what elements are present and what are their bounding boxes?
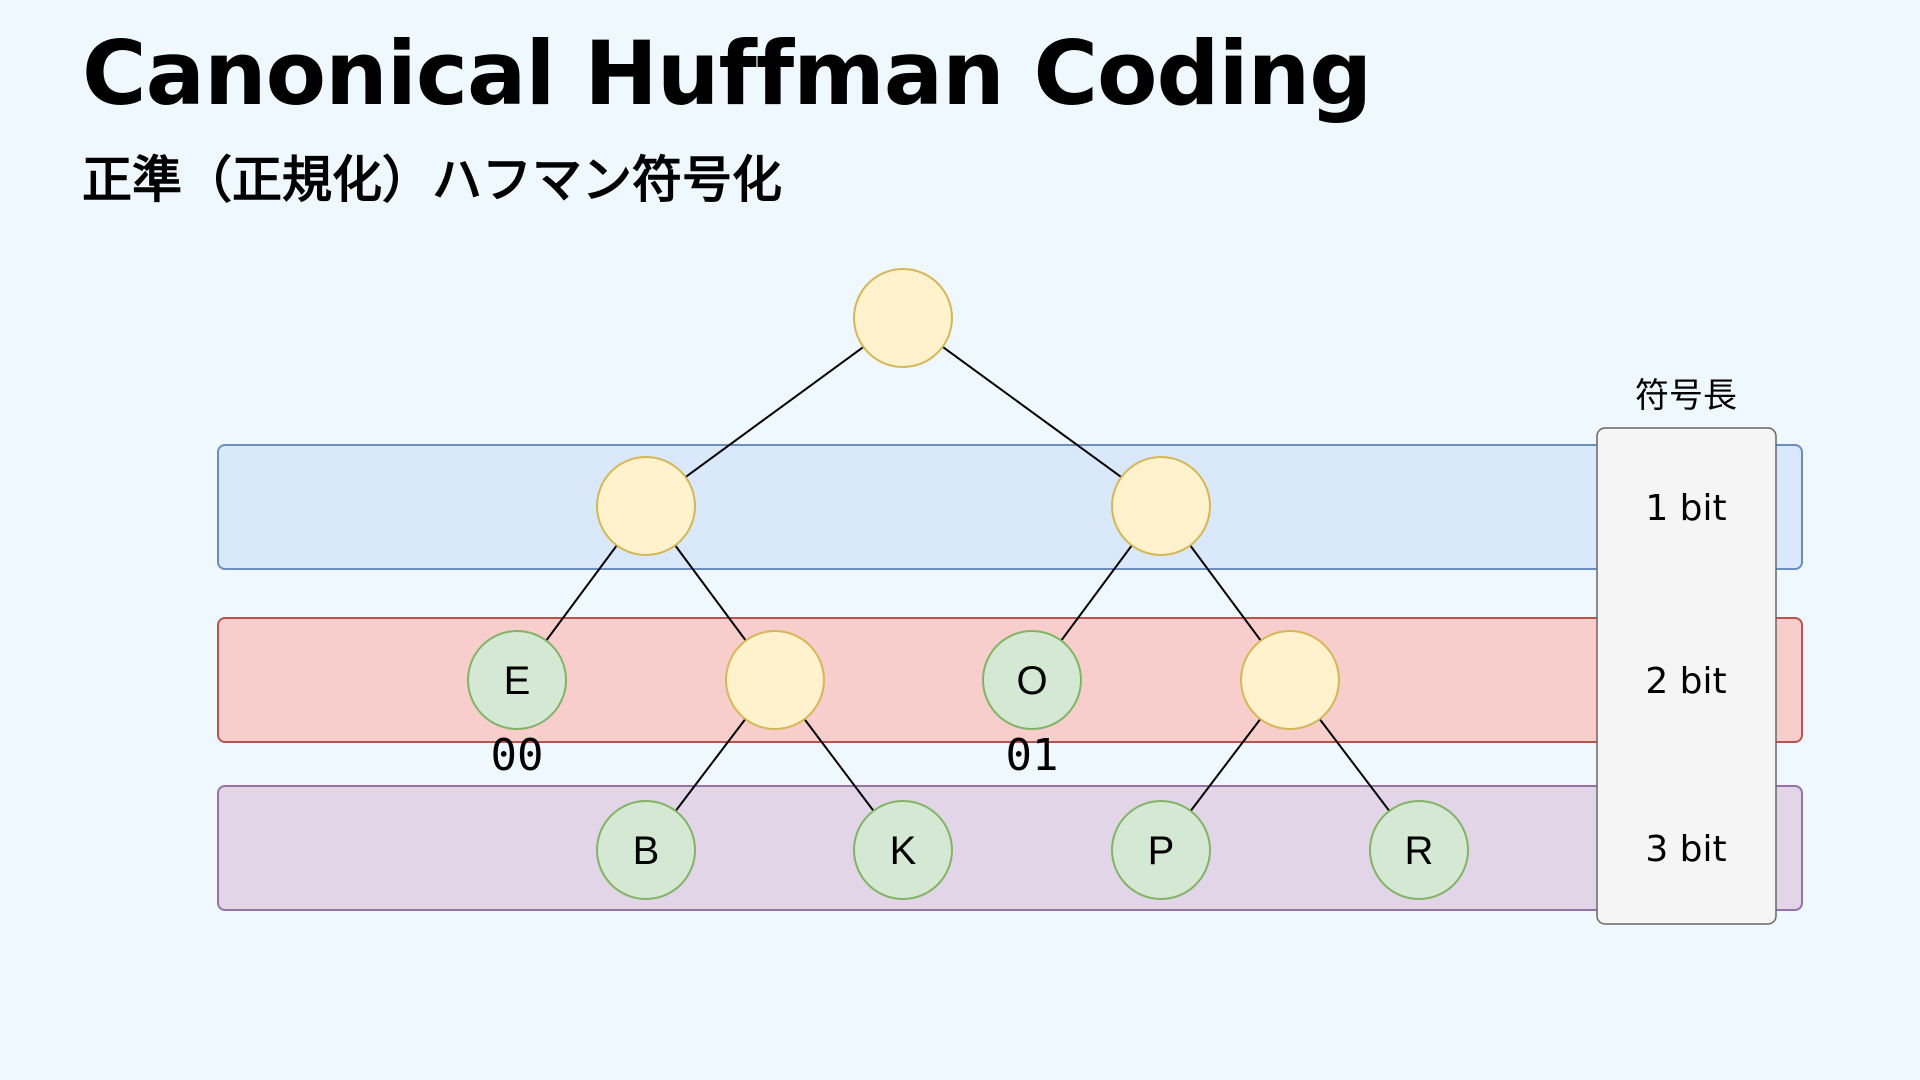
leaf-node-O xyxy=(982,630,1082,730)
page-title: Canonical Huffman Coding xyxy=(82,22,1372,125)
code-length-label: 1 bit xyxy=(1645,488,1726,529)
internal-node xyxy=(1240,630,1340,730)
leaf-node-E xyxy=(467,630,567,730)
code-length-header: 符号長 xyxy=(1635,376,1737,416)
leaf-node-P xyxy=(1111,800,1211,900)
internal-node xyxy=(1111,456,1211,556)
tree-edge xyxy=(674,544,747,642)
node-label: P xyxy=(1148,829,1175,873)
code-labels: 00 01 xyxy=(491,730,1059,781)
level-band-3 xyxy=(217,785,1803,911)
tree-edge xyxy=(684,346,865,478)
code-label: 00 xyxy=(491,730,544,781)
page-subtitle: 正準（正規化）ハフマン符号化 xyxy=(82,151,782,209)
node-label: R xyxy=(1405,829,1434,873)
tree-edge xyxy=(1189,718,1262,812)
internal-node xyxy=(853,268,953,368)
code-length-label: 3 bit xyxy=(1645,829,1726,870)
code-label: 01 xyxy=(1006,730,1059,781)
tree-edge xyxy=(1189,544,1262,642)
internal-node xyxy=(596,456,696,556)
tree-edge xyxy=(942,346,1122,478)
node-label: E xyxy=(504,659,531,703)
node-label: K xyxy=(890,829,917,873)
tree-edges xyxy=(545,346,1391,812)
level-band-1 xyxy=(217,444,1803,570)
node-label: O xyxy=(1016,659,1047,703)
leaf-node-K xyxy=(853,800,953,900)
tree-edge xyxy=(1318,718,1391,812)
code-length-panel: 符号長 1 bit 2 bit 3 bit xyxy=(1596,376,1777,925)
tree-edge xyxy=(674,718,747,812)
code-length-panel-box xyxy=(1596,427,1777,925)
internal-node xyxy=(725,630,825,730)
leaf-node-B xyxy=(596,800,696,900)
code-length-label: 2 bit xyxy=(1645,661,1726,702)
tree-edge xyxy=(803,718,875,812)
tree-edge xyxy=(545,544,618,642)
tree-nodes: E O B K P R xyxy=(467,268,1469,900)
leaf-node-R xyxy=(1369,800,1469,900)
node-label: B xyxy=(633,829,660,873)
tree-edge xyxy=(1060,544,1133,642)
